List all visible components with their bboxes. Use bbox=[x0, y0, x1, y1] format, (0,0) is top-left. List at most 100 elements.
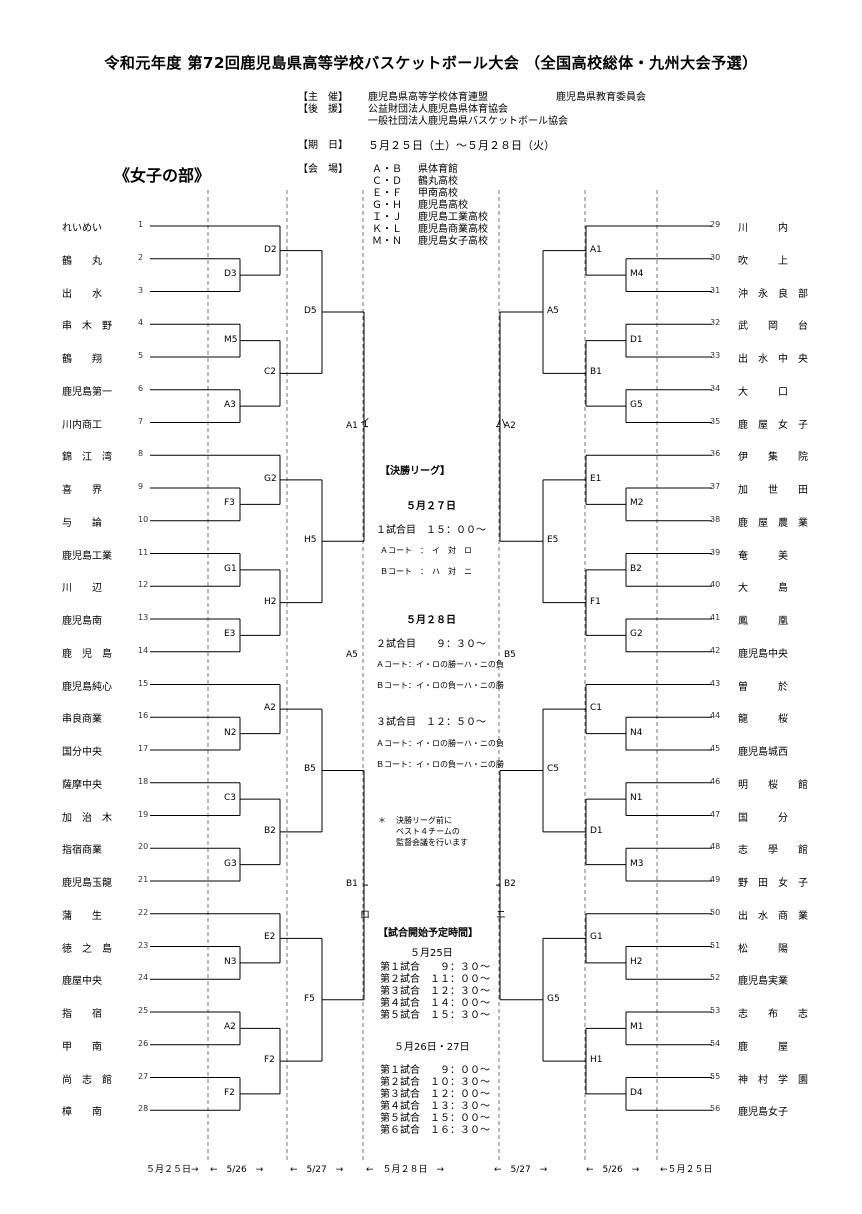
match-code: F2 bbox=[224, 1087, 235, 1098]
match-code: E2 bbox=[264, 932, 276, 943]
venue-courts: Ｃ・Ｄ bbox=[372, 176, 402, 187]
team-name: 野 田 女 子 bbox=[738, 878, 808, 889]
team-seed: 22 bbox=[138, 907, 149, 917]
team-seed: 19 bbox=[138, 809, 149, 819]
team-name: 大 口 bbox=[738, 386, 788, 398]
team-seed: 18 bbox=[138, 776, 149, 786]
final-day1: ５月２７日 bbox=[406, 501, 456, 512]
match-code: A5 bbox=[346, 649, 358, 660]
match-code: B1 bbox=[590, 367, 602, 378]
team-name: 鹿児島女子 bbox=[738, 1107, 788, 1119]
team-name: 国分中央 bbox=[62, 747, 102, 758]
match-code: D4 bbox=[630, 1087, 643, 1098]
team-seed: 39 bbox=[710, 547, 721, 557]
team-seed: 42 bbox=[710, 645, 721, 655]
team-seed: 48 bbox=[710, 842, 721, 852]
match-code: D2 bbox=[264, 244, 277, 255]
footer-date: ← 5/27 → bbox=[494, 1165, 548, 1175]
match-code: E3 bbox=[224, 629, 236, 640]
team-seed: 30 bbox=[710, 252, 721, 262]
team-name: 奄 美 bbox=[738, 550, 788, 562]
match-code: N3 bbox=[224, 956, 237, 967]
team-name: 神 村 学 園 bbox=[738, 1074, 808, 1086]
team-name: 蒲 生 bbox=[62, 910, 102, 922]
venue-courts: Ｇ・Ｈ bbox=[372, 200, 402, 211]
team-name: 出 水 bbox=[62, 288, 102, 300]
team-name: 鶴 丸 bbox=[62, 255, 102, 267]
team-seed: 17 bbox=[138, 744, 149, 753]
footer-date: ← 5/27 → bbox=[290, 1165, 344, 1175]
pool-mark: ロ bbox=[360, 910, 370, 921]
team-name: 川 内 bbox=[738, 223, 788, 234]
match-code: H5 bbox=[304, 535, 317, 546]
team-seed: 35 bbox=[710, 416, 721, 426]
footer-date: ← ５月２８日 → bbox=[366, 1165, 445, 1175]
team-seed: 33 bbox=[710, 351, 721, 360]
team-seed: 8 bbox=[138, 449, 144, 459]
team-seed: 53 bbox=[710, 1006, 721, 1015]
team-seed: 46 bbox=[710, 776, 721, 786]
team-seed: 10 bbox=[138, 514, 149, 524]
schedule-title: 【試合開始予定時間】 bbox=[378, 928, 478, 939]
match-code: B5 bbox=[304, 764, 316, 775]
team-seed: 6 bbox=[138, 383, 144, 393]
match-code: C2 bbox=[264, 367, 277, 378]
team-name: 鹿児島実業 bbox=[738, 976, 788, 988]
team-name: 鹿児島南 bbox=[62, 616, 102, 627]
team-seed: 13 bbox=[138, 613, 149, 622]
match-code: D1 bbox=[630, 334, 643, 345]
team-name: 鹿児島第一 bbox=[62, 386, 112, 398]
team-name: 徳 之 島 bbox=[62, 943, 112, 955]
venue-name: 鹿児島高校 bbox=[418, 200, 468, 211]
team-seed: 54 bbox=[710, 1038, 721, 1048]
match-code: F2 bbox=[264, 1055, 275, 1066]
match-code: M1 bbox=[630, 1022, 644, 1033]
team-name: 串良商業 bbox=[62, 714, 102, 726]
note-line-3: 監督会議を行います bbox=[396, 838, 468, 847]
team-seed: 9 bbox=[138, 482, 144, 491]
team-name: 龍 桜 bbox=[738, 714, 788, 726]
team-seed: 21 bbox=[138, 875, 149, 884]
match-code: B5 bbox=[504, 649, 516, 660]
team-name: 川 辺 bbox=[62, 583, 102, 595]
support-2: 一般社団法人鹿児島県バスケットボール協会 bbox=[368, 116, 568, 127]
host-label: 【主 催】 bbox=[298, 92, 348, 103]
team-seed: 5 bbox=[138, 351, 144, 360]
venue-name: 鹿児島女子高校 bbox=[418, 236, 488, 247]
final-day2-g3b: Ｂコート：イ・ロの負ーハ・ニの勝 bbox=[376, 760, 504, 769]
match-code: E5 bbox=[547, 535, 559, 546]
team-name: 志 學 館 bbox=[738, 845, 808, 857]
match-code: B2 bbox=[630, 563, 642, 574]
match-code: G1 bbox=[590, 932, 603, 943]
team-name: 鹿 屋 農 業 bbox=[738, 517, 808, 529]
team-name: 加 世 田 bbox=[738, 485, 808, 496]
team-seed: 47 bbox=[710, 809, 721, 819]
team-seed: 1 bbox=[138, 220, 144, 229]
match-code: N1 bbox=[630, 793, 643, 804]
schedule-day2: ５月26日・27日 bbox=[394, 1042, 470, 1053]
team-seed: 11 bbox=[138, 547, 149, 557]
team-name: 鹿 屋 bbox=[738, 1041, 788, 1053]
team-name: 鹿児島工業 bbox=[62, 550, 112, 562]
final-day2: ５月２８日 bbox=[406, 615, 456, 626]
team-seed: 27 bbox=[138, 1071, 149, 1081]
team-name: 沖 永 良 部 bbox=[738, 288, 808, 300]
match-code: M5 bbox=[224, 334, 238, 345]
team-name: 出 水 商 業 bbox=[738, 910, 808, 922]
team-seed: 24 bbox=[138, 973, 149, 983]
team-name: 甲 南 bbox=[62, 1041, 102, 1053]
venue-name: 甲南高校 bbox=[418, 188, 458, 199]
schedule-time: 第４試合 １４：００～ bbox=[380, 998, 490, 1009]
team-name: 薩摩中央 bbox=[62, 779, 102, 791]
match-code: A2 bbox=[504, 420, 516, 431]
team-name: 錦 江 湾 bbox=[62, 452, 112, 464]
match-code: G2 bbox=[264, 473, 277, 484]
schedule-time: 第６試合 １６：３０～ bbox=[380, 1125, 490, 1136]
match-code: E1 bbox=[590, 473, 602, 484]
team-name: 松 陽 bbox=[738, 943, 788, 955]
support-label: 【後 援】 bbox=[298, 104, 348, 115]
match-code: D3 bbox=[224, 269, 237, 280]
host-1: 鹿児島県高等学校体育連盟 bbox=[368, 92, 488, 103]
team-name: 指 宿 bbox=[62, 1009, 102, 1020]
final-day1-game1: １試合目 １５：００～ bbox=[376, 525, 486, 536]
